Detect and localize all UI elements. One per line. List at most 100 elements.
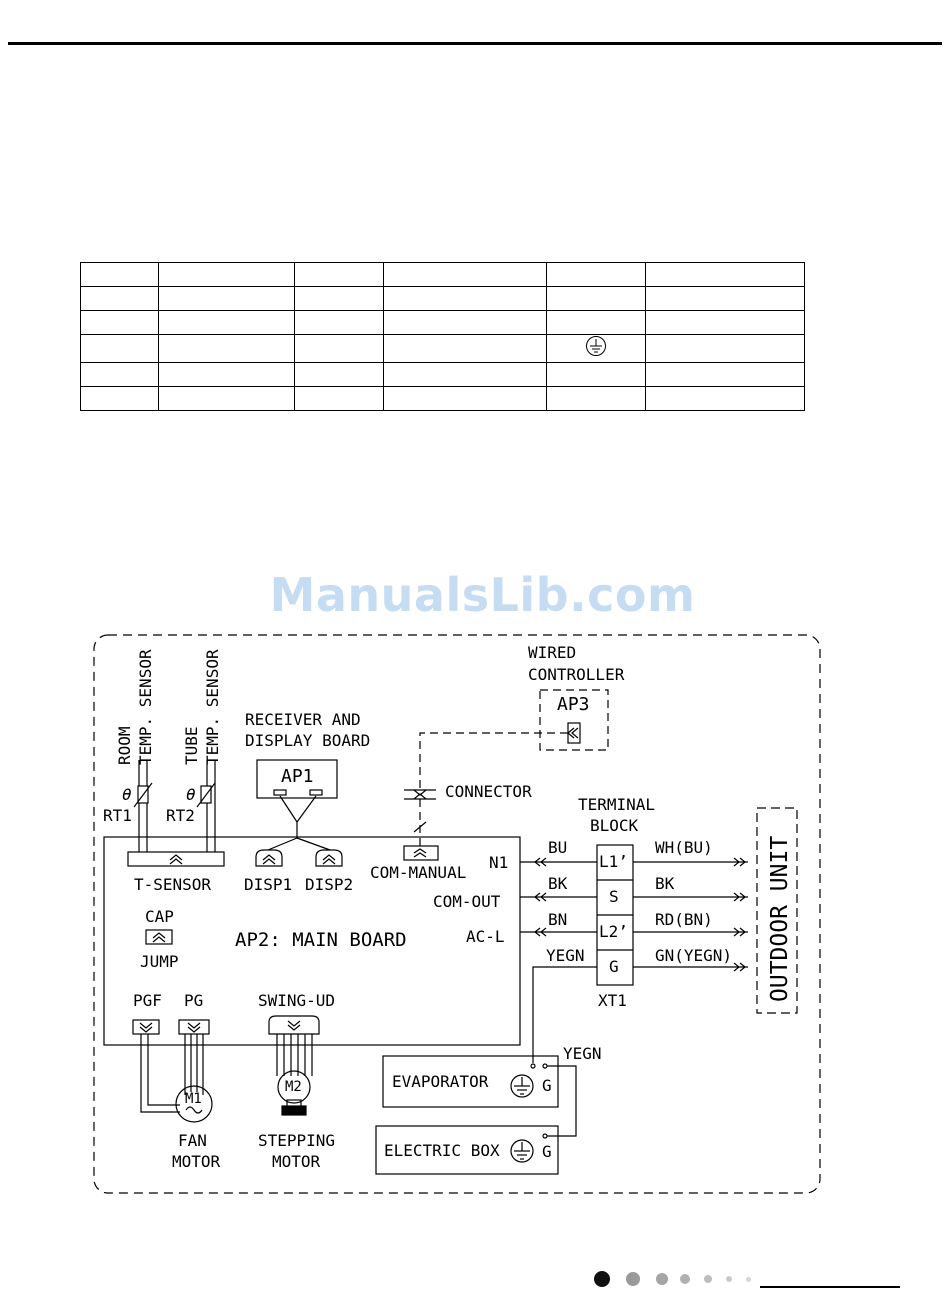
table-cell <box>294 286 384 311</box>
swing-ud-label: SWING-UD <box>258 991 335 1010</box>
electric-box-g-label: G <box>542 1142 552 1161</box>
terminal-pin-s: S <box>609 887 619 906</box>
wired-label-line1: WIRED <box>528 643 576 662</box>
ap1-board <box>256 759 338 799</box>
xt1-label: XT1 <box>598 991 627 1010</box>
table-row <box>80 386 805 411</box>
table-cell <box>80 362 159 387</box>
page-dot <box>704 1275 712 1283</box>
outdoor-unit-label: OUTDOOR UNIT <box>767 836 793 1002</box>
t-sensor-connector <box>127 851 225 867</box>
evaporator-box <box>382 1055 559 1108</box>
jump-label: JUMP <box>140 952 179 971</box>
disp1-label: DISP1 <box>244 875 292 894</box>
room-temp-sensor-label: TEMP. SENSOR <box>136 649 155 765</box>
fan-motor-label-line1: FAN <box>178 1131 207 1150</box>
disp1-connector <box>255 849 283 867</box>
table-cell <box>80 310 159 335</box>
wire-label-bk-right: BK <box>655 874 675 893</box>
com-out-label: COM-OUT <box>433 892 501 911</box>
theta-rt1: θ <box>122 785 132 804</box>
wire-label-yegn: YEGN <box>546 946 585 965</box>
footer-rule <box>760 1286 900 1288</box>
tube-label: TUBE <box>182 726 201 765</box>
pg-label: PG <box>184 991 203 1010</box>
connector-label: CONNECTOR <box>445 782 532 801</box>
page-dot <box>746 1277 751 1282</box>
wire-label-rd-bn: RD(BN) <box>655 910 713 929</box>
fan-motor-label-line2: MOTOR <box>172 1152 221 1171</box>
ac-l-label: AC-L <box>466 927 505 946</box>
terminal-pin-g: G <box>609 957 619 976</box>
page-indicator <box>594 1270 894 1290</box>
wire-label-wh-bu: WH(BU) <box>655 838 713 857</box>
com-manual-label: COM-MANUAL <box>370 863 466 882</box>
page-dot-active <box>594 1271 610 1287</box>
table-cell <box>645 286 805 311</box>
watermark-text: ManualsLib.com <box>269 568 696 622</box>
stepping-motor-label-line2: MOTOR <box>272 1152 321 1171</box>
tube-temp-sensor-label: TEMP. SENSOR <box>203 649 222 765</box>
wire-label-bu: BU <box>548 838 567 857</box>
table-cell <box>80 386 159 411</box>
receiver-label-line2: DISPLAY BOARD <box>245 731 370 750</box>
evaporator-label: EVAPORATOR <box>392 1072 489 1091</box>
table-cell <box>158 286 295 311</box>
electric-box <box>375 1125 559 1175</box>
terminal-label-line2: BLOCK <box>590 816 639 835</box>
rt2-label: RT2 <box>166 806 195 825</box>
m1-label: M1 <box>185 1091 202 1107</box>
receiver-label-line1: RECEIVER AND <box>245 710 361 729</box>
fan-motor-m1 <box>175 1085 213 1123</box>
table-cell <box>546 386 646 411</box>
t-sensor-label: T-SENSOR <box>134 875 211 894</box>
table-row <box>80 286 805 311</box>
cap-jump-connector <box>145 929 173 945</box>
main-board-title: AP2: MAIN BOARD <box>235 929 407 951</box>
n1-label: N1 <box>489 853 508 872</box>
ap1-label: AP1 <box>281 766 314 787</box>
com-manual-connector <box>403 845 439 861</box>
table-cell <box>546 286 646 311</box>
ground-icon <box>586 336 606 356</box>
outdoor-unit-box <box>756 807 798 1014</box>
room-label: ROOM <box>115 726 134 765</box>
table-row <box>80 310 805 335</box>
electric-box-label: ELECTRIC BOX <box>384 1141 500 1160</box>
diagram-boundary <box>93 634 821 1194</box>
page-dot <box>726 1276 732 1282</box>
table-cell <box>645 386 805 411</box>
table-cell <box>383 386 547 411</box>
symbol-legend-table <box>80 262 805 411</box>
table-cell <box>158 362 295 387</box>
evaporator-g-label: G <box>542 1076 552 1095</box>
table-cell <box>158 386 295 411</box>
terminal-pin-l2: L2’ <box>599 922 628 941</box>
theta-rt2: θ <box>186 785 196 804</box>
wire-label-bn: BN <box>548 910 567 929</box>
page-dot <box>680 1274 690 1284</box>
wire-label-gn-yegn: GN(YEGN) <box>655 946 732 965</box>
stepping-motor-label-line1: STEPPING <box>258 1131 335 1150</box>
evaporator-yegn-label: YEGN <box>563 1044 602 1063</box>
rt1-label: RT1 <box>103 806 132 825</box>
stepping-motor-m2 <box>277 1070 311 1104</box>
cap-label: CAP <box>145 907 174 926</box>
disp2-label: DISP2 <box>305 875 353 894</box>
wire-label-bk-left: BK <box>548 874 568 893</box>
m2-label: M2 <box>285 1079 302 1095</box>
table-cell <box>546 334 646 363</box>
page-dot <box>656 1273 668 1285</box>
table-cell <box>80 286 159 311</box>
swing-ud-connector <box>268 1015 320 1035</box>
pgf-connector <box>132 1019 160 1035</box>
disp2-connector <box>315 849 343 867</box>
wired-controller-box <box>539 689 609 751</box>
terminal-pin-l1: L1’ <box>599 852 628 871</box>
pg-connector <box>178 1019 210 1035</box>
table-cell <box>546 362 646 387</box>
table-cell <box>294 386 384 411</box>
pgf-label: PGF <box>133 991 162 1010</box>
page-dot <box>626 1272 640 1286</box>
